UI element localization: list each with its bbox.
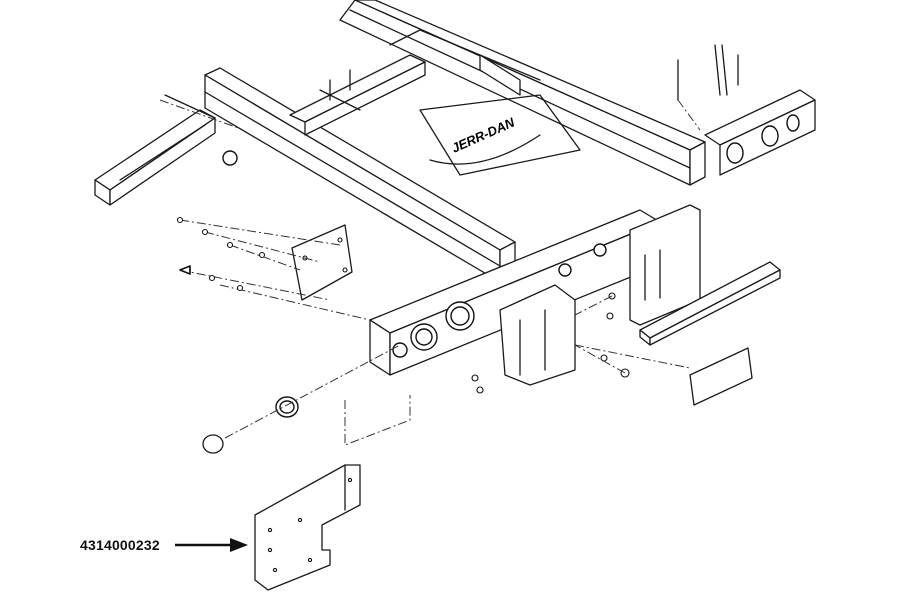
right-main-rail <box>339 0 706 186</box>
part-number-label: 4314000232 <box>80 537 160 553</box>
mud-flap-panel <box>254 464 361 591</box>
grommet-leader <box>224 344 401 439</box>
callout-arrow <box>175 538 248 552</box>
right-fasteners <box>677 44 739 131</box>
hanger-bracket <box>499 284 576 386</box>
right-light-bar <box>704 89 816 176</box>
hanger-bolts <box>471 292 691 394</box>
license-plate-bracket <box>291 224 353 301</box>
brand-decal-text: JERR-DAN <box>449 114 517 155</box>
left-fasteners <box>176 216 371 321</box>
upper-cross-members <box>289 29 541 136</box>
light-lens <box>202 434 224 454</box>
left-side-rail <box>94 94 301 206</box>
underride-bracket <box>629 204 781 346</box>
reflector-plate <box>689 347 753 406</box>
light-grommet <box>275 396 299 418</box>
lower-leader <box>344 395 411 446</box>
